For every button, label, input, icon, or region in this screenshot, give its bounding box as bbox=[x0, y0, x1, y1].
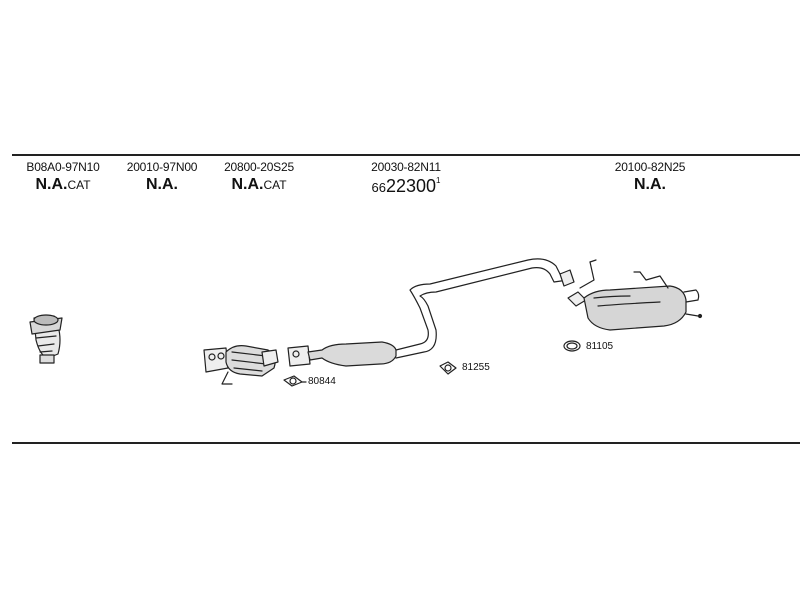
catalyst-2-drawing bbox=[203, 345, 279, 385]
bottom-divider bbox=[12, 442, 800, 444]
callout-gasket-front: 80844 bbox=[308, 376, 336, 387]
gasket-mid-drawing bbox=[439, 361, 457, 375]
status: N.A. bbox=[122, 176, 202, 194]
gasket-front-drawing bbox=[283, 375, 307, 387]
part-number: 20030-82N11 bbox=[371, 160, 441, 174]
rear-muffler-drawing bbox=[567, 259, 703, 331]
status-suffix: CAT bbox=[67, 178, 91, 192]
column-center-pipe: 20030-82N11 66223001 bbox=[364, 160, 448, 197]
price-prefix: 66 bbox=[371, 180, 386, 195]
callout-gasket-mid: 81255 bbox=[462, 362, 490, 373]
price-main: 22300 bbox=[385, 176, 437, 196]
column-catalyst-1: B08A0-97N10 N.A.CAT bbox=[22, 160, 104, 194]
catalyst-1-drawing bbox=[29, 314, 63, 364]
top-divider bbox=[12, 154, 800, 156]
callout-ring-rear: 81105 bbox=[586, 341, 614, 352]
status-main: N.A. bbox=[634, 176, 666, 193]
status-main: N.A. bbox=[231, 176, 264, 193]
part-number: 20100-82N25 bbox=[614, 160, 686, 174]
status-main: N.A. bbox=[146, 176, 178, 193]
ring-rear-drawing bbox=[563, 340, 581, 352]
status-main: N.A. bbox=[35, 176, 68, 193]
column-front-pipe: 20010-97N00 N.A. bbox=[122, 160, 202, 194]
part-number: 20800-20S25 bbox=[224, 160, 294, 174]
column-rear-muffler: 20100-82N25 N.A. bbox=[608, 160, 692, 194]
part-number: 20010-97N00 bbox=[126, 160, 198, 174]
price-sup: 1 bbox=[436, 176, 441, 185]
status: N.A. bbox=[608, 176, 692, 194]
status-suffix: CAT bbox=[263, 178, 287, 192]
status: N.A.CAT bbox=[22, 176, 104, 194]
price: 66223001 bbox=[364, 176, 448, 197]
column-catalyst-2: 20800-20S25 N.A.CAT bbox=[218, 160, 300, 194]
status: N.A.CAT bbox=[218, 176, 300, 194]
center-pipe-drawing bbox=[287, 258, 575, 367]
part-number: B08A0-97N10 bbox=[26, 160, 100, 174]
